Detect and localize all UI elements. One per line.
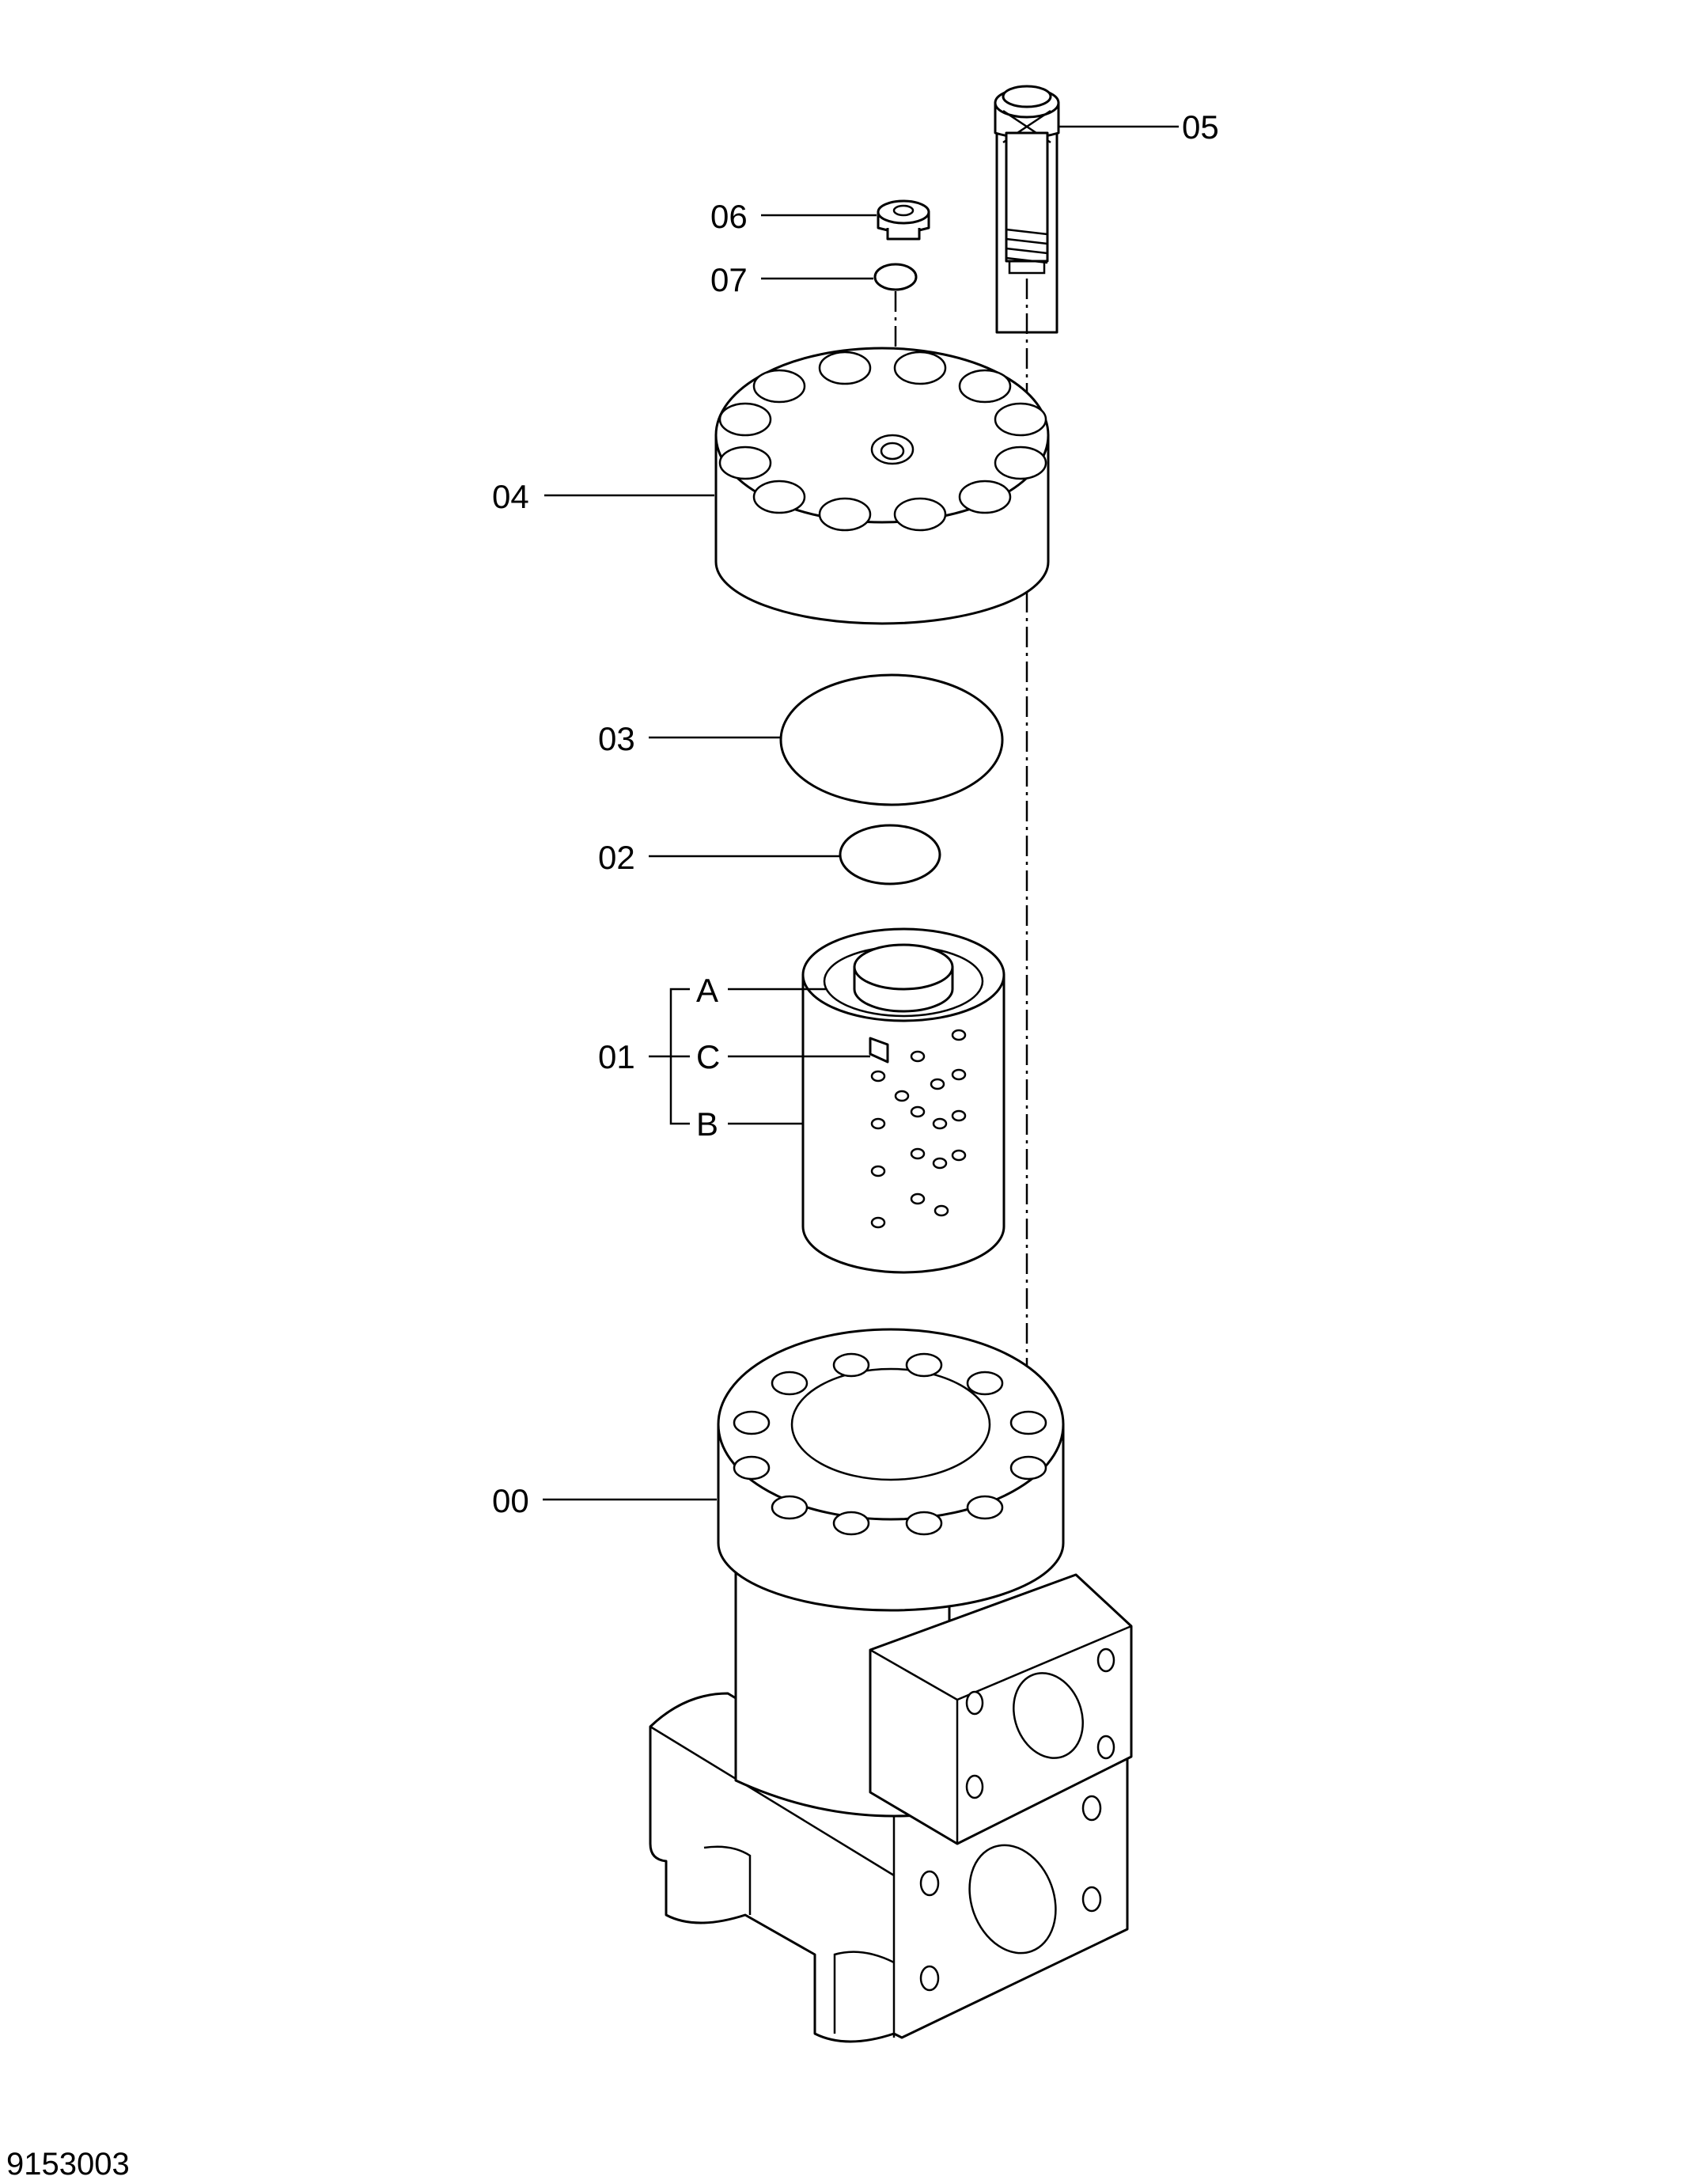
callout-01: 01 — [598, 1038, 635, 1075]
callout-05: 05 — [1182, 108, 1219, 146]
callout-01-a: A — [696, 972, 718, 1009]
callout-07: 07 — [710, 261, 748, 298]
part-03-large-o-ring — [779, 673, 1004, 806]
part-07-o-ring — [873, 263, 918, 291]
part-02-o-ring — [839, 824, 941, 885]
flange-bolt-holes — [733, 1352, 1047, 1536]
cover-bolt-holes — [718, 351, 1047, 532]
bracket-01 — [649, 988, 690, 1125]
part-04-cover — [714, 347, 1050, 625]
part-06-plug — [877, 199, 930, 241]
callout-01-c: C — [696, 1038, 720, 1075]
part-01-filter-element — [801, 927, 1005, 1274]
figure-number: 9153003 — [6, 2147, 130, 2182]
callout-06: 06 — [710, 198, 748, 235]
callout-00: 00 — [492, 1482, 529, 1519]
callout-03: 03 — [598, 720, 635, 757]
filter-perforations — [870, 1029, 967, 1229]
part-05-bolt — [994, 85, 1060, 1409]
callout-02: 02 — [598, 839, 635, 876]
callout-04: 04 — [492, 478, 529, 515]
callout-01-b: B — [696, 1105, 718, 1143]
part-00-filter-body — [649, 1328, 1133, 2043]
